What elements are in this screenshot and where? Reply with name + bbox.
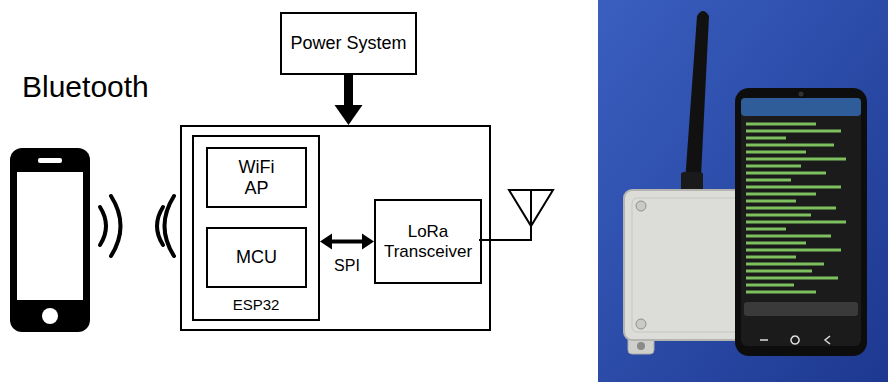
device-enclosure: ESP32 WiFi AP MCU LoRa Transceiver [180,125,491,331]
phone-body [10,148,90,332]
screw [636,319,646,329]
screw [636,201,646,211]
radio-waves [100,196,174,256]
app-toolbar [741,98,861,116]
arrow-head [335,105,363,125]
control-row [744,302,858,316]
camera [799,92,804,97]
link-label: Bluetooth [22,70,149,105]
bus-arrow [320,234,374,250]
wave-arc [157,207,163,245]
photo-antenna [684,11,709,196]
photo-background [598,0,888,382]
wave-arc [165,196,175,256]
antenna-triangle [509,190,553,226]
phone-button [42,308,58,324]
phone-display [741,98,861,346]
box-label: Power System [290,33,406,54]
phone-speaker [38,158,62,163]
arrow-head [362,234,374,250]
terminal-lines [746,124,846,292]
connector-line [331,240,363,244]
power-box: Power System [280,12,417,75]
box-label: WiFi AP [228,157,286,198]
lora-block: LoRa Transceiver [374,199,482,284]
esp32-module: ESP32 WiFi AP MCU [192,135,320,321]
mount-hole [637,342,645,350]
box-label: ESP32 [233,296,280,313]
wifi-block: WiFi AP [206,147,307,208]
wave-arc [100,207,106,245]
device-photo [598,0,888,382]
box-label: LoRa Transceiver [379,222,477,261]
arrow-head [320,234,332,250]
nav-bar [760,336,830,344]
box-label: MCU [236,247,277,268]
phone-screen [17,172,83,300]
wave-arc [111,196,121,256]
mcu-block: MCU [206,227,307,288]
connector-line [344,75,353,106]
signal-label: SPI [332,257,362,275]
phone-icon [10,148,90,332]
photo-phone [735,88,867,356]
power-arrow [335,75,363,125]
